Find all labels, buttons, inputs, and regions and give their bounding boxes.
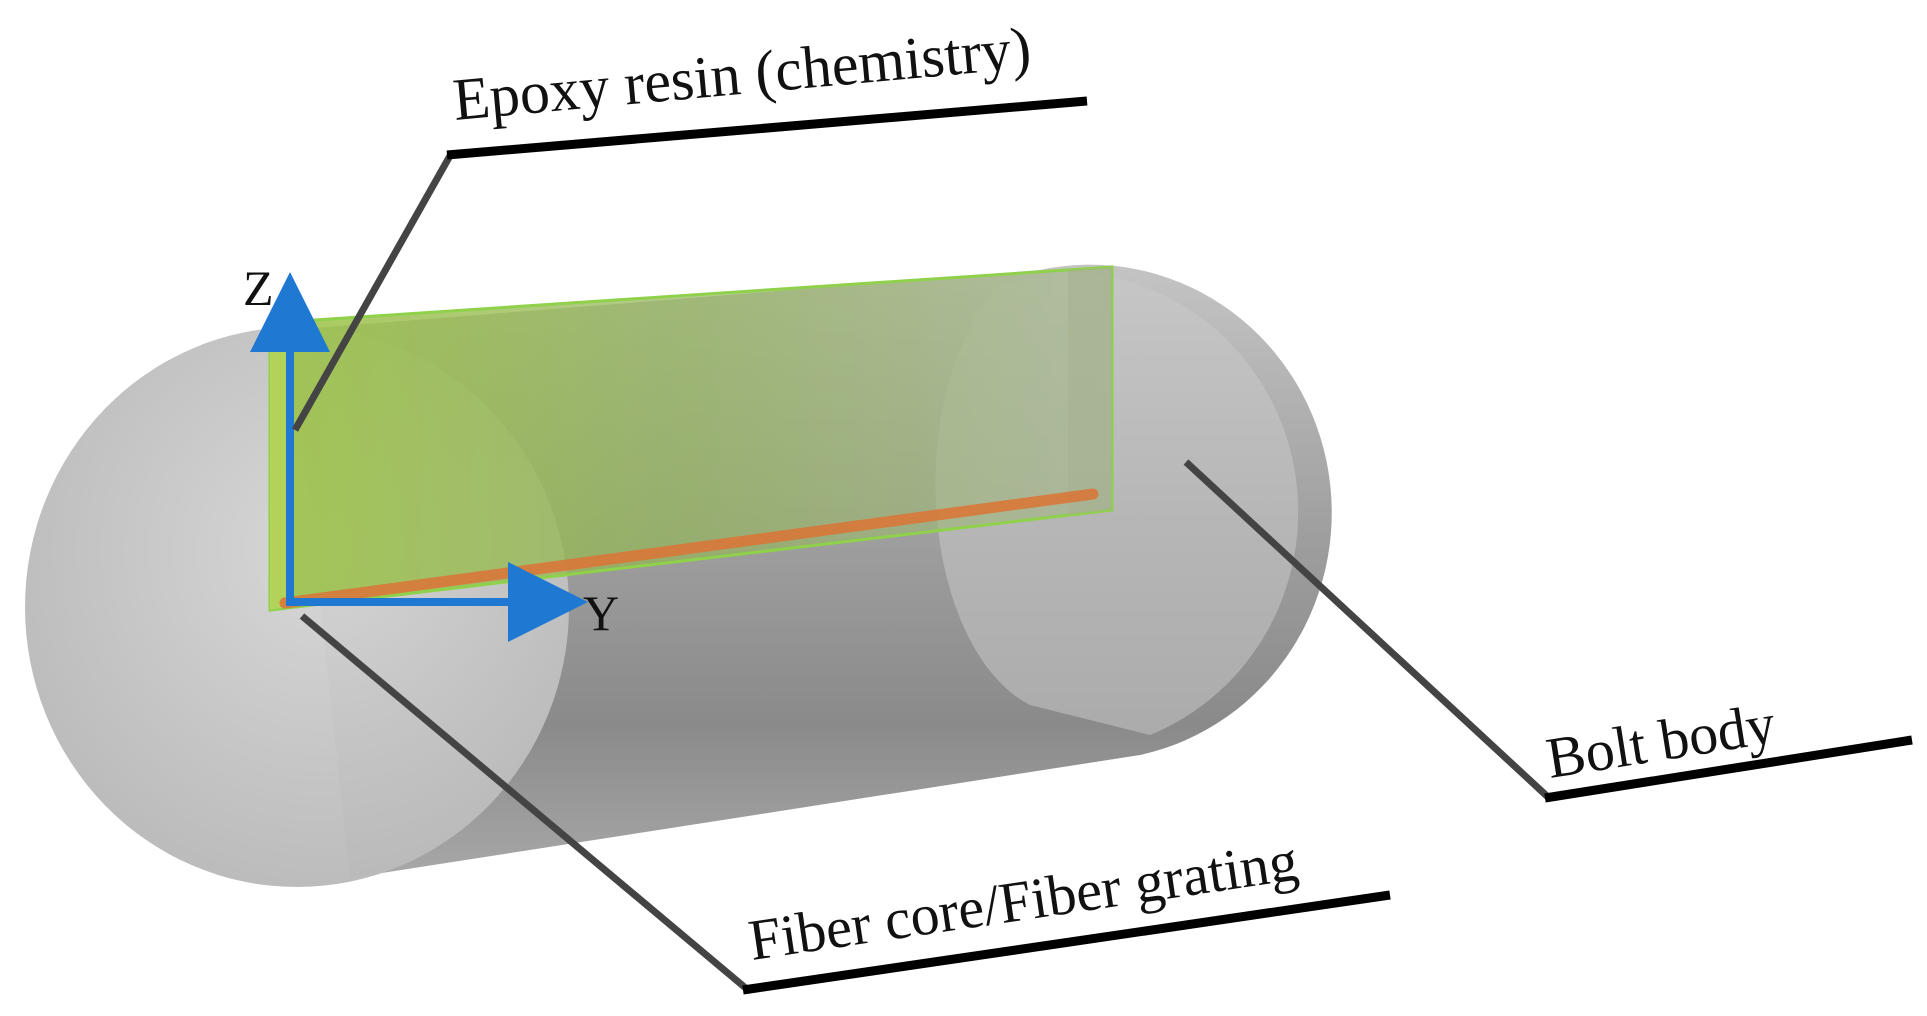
fiber-underline xyxy=(742,890,1391,995)
y-axis-label: Y xyxy=(583,585,619,641)
z-axis-label: Z xyxy=(243,260,274,316)
label-underlines xyxy=(446,96,1913,995)
fiber-leader-line xyxy=(299,613,751,993)
epoxy-underline xyxy=(446,96,1088,160)
leader-lines xyxy=(291,152,1552,993)
bolt-body-leader-line xyxy=(1183,459,1552,801)
coordinate-axes: Z Y xyxy=(243,260,619,642)
bolt-body-underline xyxy=(1544,735,1913,803)
epoxy-resin-end-face xyxy=(1068,267,1112,515)
fiber-core xyxy=(279,488,1099,609)
epoxy-leader-line xyxy=(291,152,455,432)
